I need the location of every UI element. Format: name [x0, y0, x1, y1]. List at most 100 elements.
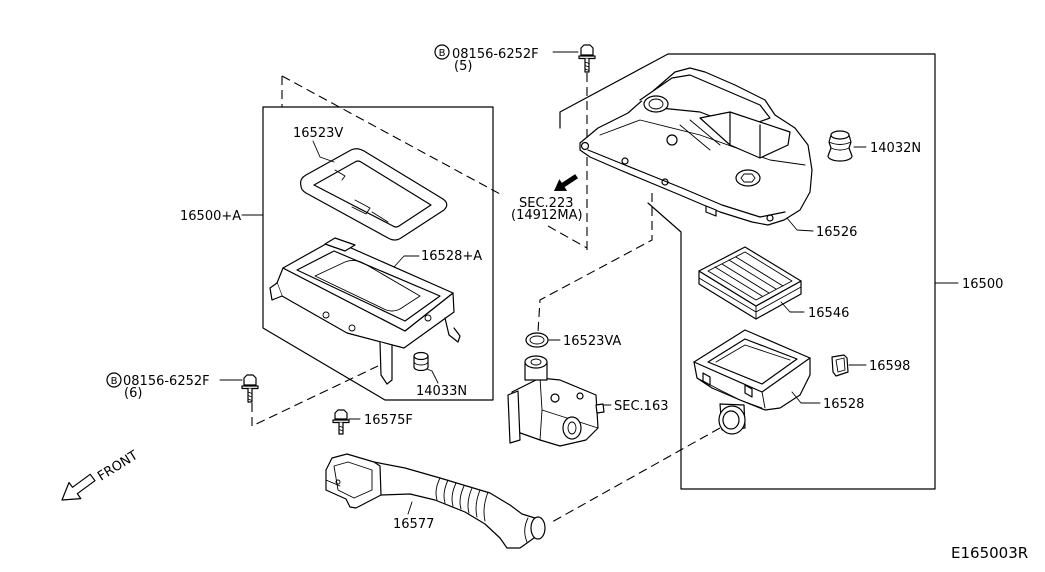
ring-16523va — [525, 332, 549, 348]
throttle-body-knob-1 — [550, 393, 560, 403]
diagram-id: E165003R — [951, 544, 1028, 562]
bolt-left — [241, 374, 259, 403]
label-16526: 16526 — [816, 225, 857, 240]
bolt-left-marker-circle — [106, 372, 122, 388]
dashed-line-diagonal-upper-end — [547, 225, 588, 249]
bolt-16575f-washer — [332, 419, 350, 424]
cover-bolt-hole-3 — [661, 178, 669, 186]
case-a-boss-2 — [348, 324, 356, 332]
label-14033n: 14033N — [416, 384, 467, 399]
bolt-left-threads — [247, 391, 253, 401]
duct-end-collar — [530, 516, 546, 540]
bolt-left-head — [243, 374, 257, 386]
clip-inner — [835, 357, 846, 373]
label-sec163: SEC.163 — [614, 399, 669, 414]
label-14912ma: (14912MA) — [511, 208, 583, 223]
leader-16523v — [312, 140, 335, 163]
throttle-body-bore — [562, 416, 582, 440]
case-a-pocket — [314, 259, 421, 312]
leader-16528 — [791, 391, 821, 404]
cover-16526 — [579, 67, 813, 226]
case-a-left-tab — [269, 282, 283, 301]
duct-bracket-hole — [335, 479, 341, 485]
case-a-boss-3 — [424, 314, 432, 322]
throttle-body-neck-hole — [530, 358, 542, 366]
duct-tube — [373, 461, 536, 549]
bolt-left-marker: B — [111, 376, 118, 387]
case-outlet-bore — [722, 410, 740, 430]
case-tab-1 — [702, 372, 711, 386]
case-a-rim-outer — [282, 239, 454, 332]
case-a-boss-1 — [322, 311, 330, 319]
front-arrow-icon — [61, 473, 96, 501]
cover-port — [666, 134, 678, 146]
cover-vent-box — [699, 111, 791, 159]
duct-collar-ring — [524, 517, 529, 543]
grommet-14032n-ridges — [828, 141, 852, 151]
gasket-outer-edge — [299, 148, 448, 241]
label-14032n: 14032N — [870, 141, 921, 156]
throttle-body-sec163 — [507, 355, 605, 447]
duct-inlet-opening — [333, 461, 373, 499]
cover-ribs — [679, 119, 721, 151]
frame-16500 — [559, 53, 936, 490]
label-16523va: 16523VA — [563, 334, 621, 349]
air-duct-16577 — [325, 453, 546, 549]
case-16528 — [693, 329, 811, 435]
bolt-16575f-head — [334, 409, 348, 420]
filter-seam — [698, 277, 802, 320]
cover-tab — [705, 205, 717, 217]
throttle-body-side-boss — [595, 403, 605, 414]
filter-element-16546 — [698, 246, 802, 320]
cover-bolt-hole-1 — [580, 141, 590, 151]
bolt-top-marker-circle — [434, 44, 450, 60]
label-16523v: 16523V — [293, 126, 343, 141]
throttle-body-flange — [507, 390, 521, 444]
grommet-14032n-body — [827, 134, 853, 162]
frame-16500-plus-a — [262, 106, 494, 401]
label-16500-plus-a: 16500+A — [180, 209, 241, 224]
bolt-16575f-shank — [338, 421, 344, 435]
case-interior-line — [715, 344, 791, 363]
filter-frame — [698, 246, 802, 307]
case-a-leg-front — [379, 341, 393, 385]
cover-flange-line — [587, 149, 786, 218]
bolt-top — [578, 44, 596, 73]
label-16577: 16577 — [393, 517, 434, 532]
case-rim-inner — [707, 338, 798, 385]
cover-top-ridge — [599, 119, 806, 166]
duct-bracket-flange — [325, 479, 341, 487]
grommet-14032n — [827, 130, 853, 162]
grommet-14033n — [413, 351, 429, 372]
bolt-top-washer — [578, 55, 596, 60]
leader-14033n — [426, 368, 439, 384]
leader-16526 — [786, 217, 814, 232]
bolt-left-washer — [241, 385, 259, 390]
bolt-top-head — [580, 44, 594, 56]
grommet-14033n-top — [413, 351, 429, 361]
gasket-details — [334, 169, 389, 223]
sec223-arrow — [554, 174, 578, 191]
leader-16546 — [780, 301, 805, 313]
cover-snorkel-opening — [643, 95, 669, 113]
case-16528-plus-a — [269, 237, 461, 385]
duct-inlet-bracket — [325, 453, 382, 509]
bolt-left-part-number: 08156-6252F — [123, 374, 210, 389]
grommet-14033n-ridge — [413, 361, 429, 366]
case-a-rim-inner — [296, 250, 441, 322]
grommet-14032n-top — [830, 130, 850, 140]
clip-16598 — [831, 354, 849, 377]
throttle-body-shell — [511, 377, 599, 447]
bolt-16575f-threads — [338, 425, 344, 432]
case-tab-2 — [744, 384, 753, 398]
label-16575f: 16575F — [364, 413, 413, 428]
cover-snorkel-bore — [648, 98, 664, 110]
bolt-left-quantity: (6) — [124, 386, 142, 401]
gasket-16523v — [299, 148, 448, 241]
filter-media — [707, 251, 793, 301]
cover-bolt-hole-2 — [621, 157, 629, 165]
label-16546: 16546 — [808, 306, 849, 321]
bolt-16575f — [332, 409, 350, 435]
bolt-top-part-number: 08156-6252F — [452, 47, 539, 62]
